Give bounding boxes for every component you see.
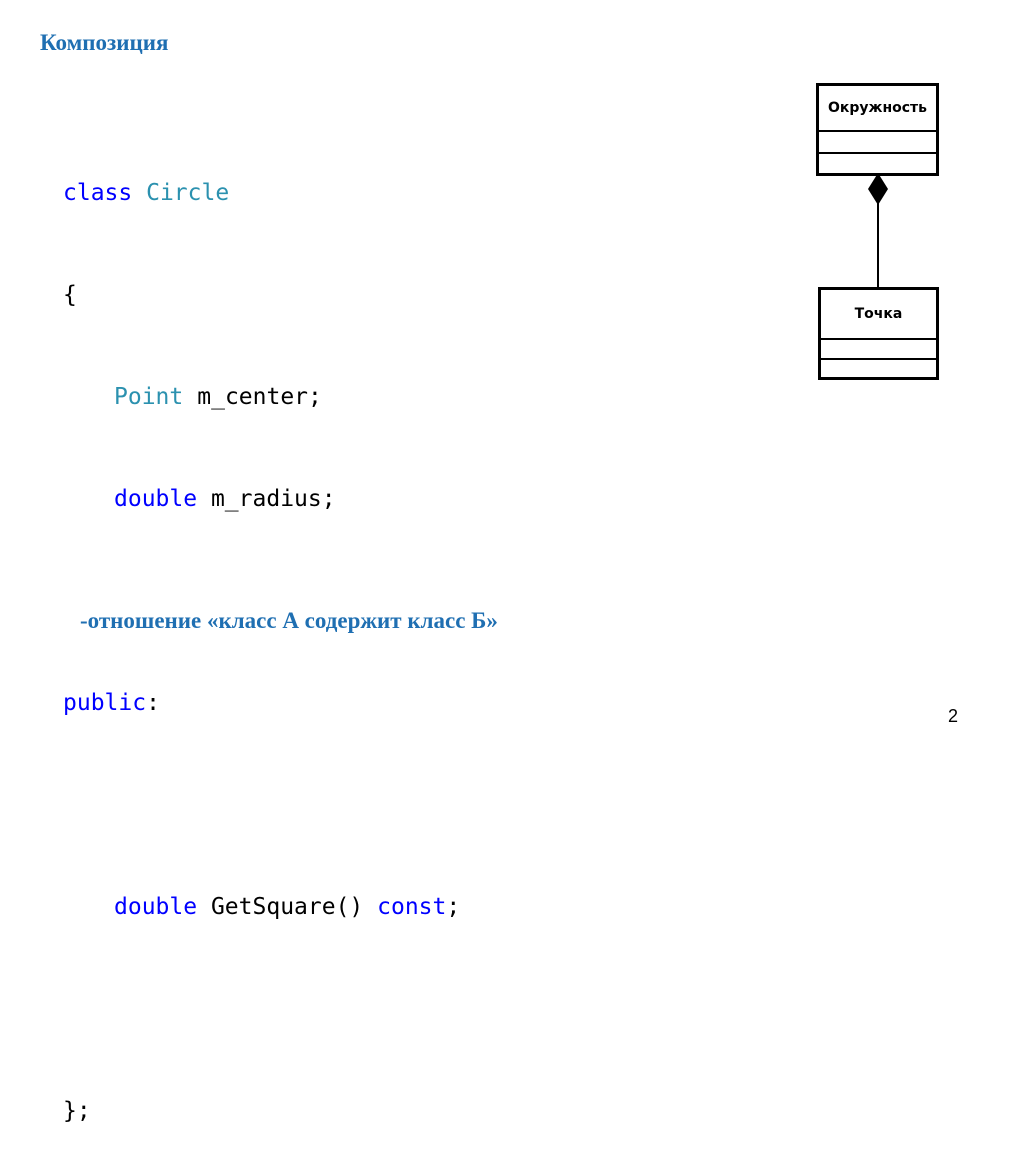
code-semicolon: ;: [446, 894, 461, 920]
code-type-point: Point: [114, 384, 184, 410]
code-line-close-brace: };: [63, 1098, 91, 1124]
code-line-method: double GetSquare() const;: [63, 890, 460, 924]
code-line-blank: [63, 992, 460, 1026]
code-method-getsquare: GetSquare(): [210, 894, 364, 920]
code-type-circle: Circle: [146, 180, 230, 206]
uml-class-part: Точка: [818, 287, 939, 380]
code-member-radius: m_radius;: [210, 486, 336, 512]
code-member-center: m_center;: [197, 384, 322, 410]
slide-title: Композиция: [40, 30, 169, 55]
code-keyword-double: double: [114, 486, 198, 512]
uml-attributes-section: [821, 338, 936, 358]
relation-caption: -отношение «класс А содержит класс Б»: [80, 608, 498, 633]
code-keyword-class: class: [63, 180, 133, 206]
code-keyword-public: public: [63, 690, 147, 716]
uml-class-container: Окружность: [816, 83, 939, 176]
uml-attributes-section: [819, 130, 936, 152]
uml-diagram: [868, 173, 888, 289]
code-line-public: public:: [63, 686, 460, 720]
code-line-class-decl: class Circle: [63, 176, 460, 210]
code-line-member-radius: double m_radius;: [63, 482, 460, 516]
uml-methods-section: [819, 152, 936, 174]
uml-class-name-container: Окружность: [827, 100, 928, 116]
page-number: 2: [948, 706, 959, 726]
code-line-open-brace: {: [63, 282, 77, 308]
uml-class-name-part: Точка: [854, 306, 903, 322]
code-line-blank: [63, 788, 460, 822]
code-line-member-center: Point m_center;: [63, 380, 460, 414]
code-colon: :: [146, 690, 160, 716]
composition-diamond-icon: [868, 173, 888, 205]
code-keyword-const: const: [377, 894, 447, 920]
uml-methods-section: [821, 358, 936, 378]
code-keyword-double: double: [114, 894, 198, 920]
